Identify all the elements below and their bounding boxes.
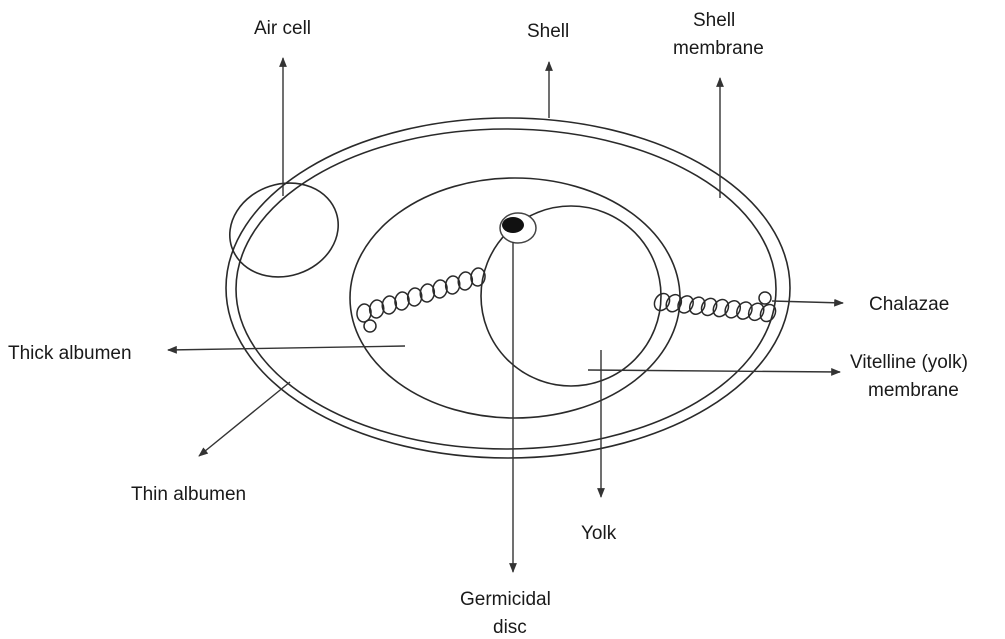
- chalaza-left: [356, 267, 486, 332]
- chalaza-right-end: [759, 292, 771, 304]
- chalaza-right-loop: [722, 298, 743, 321]
- label-vitelline-line1: Vitelline (yolk): [850, 352, 968, 373]
- chalaza-right-loop: [663, 292, 684, 315]
- chalaza-right-loop: [651, 291, 672, 314]
- label-chalazae: Chalazae: [869, 294, 949, 315]
- label-thin-albumen: Thin albumen: [131, 484, 246, 505]
- chalaza-right-loop: [698, 296, 719, 319]
- thin-albumen-leader: [199, 382, 290, 456]
- chalazae-leader: [772, 301, 843, 303]
- label-air-cell: Air cell: [254, 18, 311, 39]
- germinal-disc: [500, 213, 536, 243]
- label-germinal-disc-line2: disc: [493, 617, 527, 638]
- label-shell-membrane-line1: Shell: [693, 10, 735, 31]
- label-thick-albumen: Thick albumen: [8, 343, 132, 364]
- thick-albumen-leader: [168, 346, 405, 350]
- label-yolk: Yolk: [581, 523, 617, 544]
- vitelline-leader: [588, 370, 840, 372]
- chalaza-left-end: [364, 320, 376, 332]
- label-shell: Shell: [527, 21, 569, 42]
- label-germinal-disc-line1: Germicidal: [460, 589, 551, 610]
- chalaza-right: [651, 291, 778, 325]
- shell-membrane-outline: [236, 129, 776, 449]
- chalaza-right-loop: [687, 294, 708, 317]
- chalaza-right-loop: [734, 299, 755, 322]
- chalaza-right-loop: [710, 297, 731, 320]
- label-vitelline-line2: membrane: [868, 380, 959, 401]
- shell-outline: [226, 118, 790, 458]
- label-shell-membrane-line2: membrane: [673, 38, 764, 59]
